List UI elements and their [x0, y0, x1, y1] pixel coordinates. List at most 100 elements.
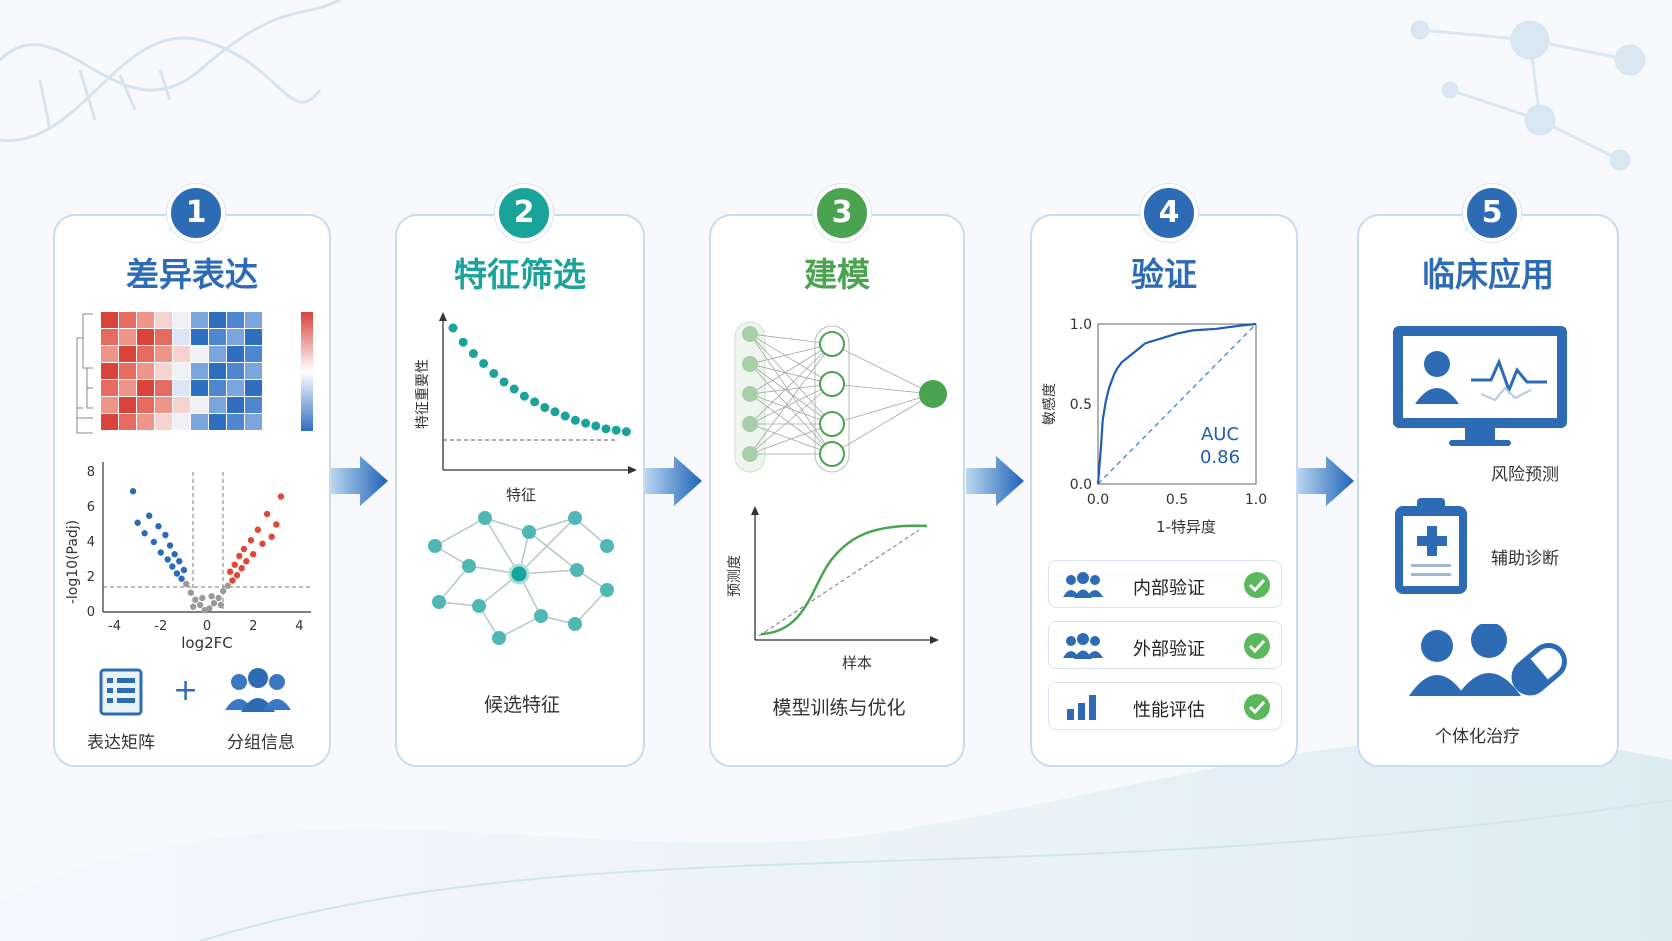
- importance-point: [581, 418, 591, 428]
- heatmap-cell: [137, 363, 154, 379]
- volcano-point: [134, 519, 141, 526]
- heatmap-cell: [137, 397, 154, 413]
- heatmap-cell: [137, 312, 154, 328]
- heatmap-cell: [155, 329, 172, 345]
- volcano-point: [240, 545, 248, 553]
- roc-ylabel: 敏感度: [1041, 383, 1058, 425]
- heatmap-cell: [101, 329, 118, 345]
- importance-point: [611, 425, 621, 435]
- auc-label: AUC: [1201, 424, 1239, 445]
- input-node: [742, 326, 758, 342]
- importance-point: [550, 407, 560, 417]
- step-badge: 1: [167, 184, 225, 242]
- heatmap-cell: [173, 346, 190, 362]
- heatmap-cell: [155, 363, 172, 379]
- heatmap-cell: [119, 414, 136, 430]
- hidden-node: [819, 441, 845, 467]
- roc-xtick: 0.0: [1087, 492, 1109, 508]
- prediction-xlabel: 样本: [842, 654, 872, 672]
- volcano-point: [231, 561, 238, 568]
- heatmap-cell: [137, 346, 154, 362]
- volcano-point: [162, 531, 169, 539]
- heatmap-cell: [245, 397, 262, 413]
- volcano-point: [206, 605, 213, 612]
- input-node: [742, 386, 758, 402]
- heatmap-cell: [119, 346, 136, 362]
- volcano-point: [273, 521, 280, 528]
- volcano-point: [224, 582, 231, 589]
- check-icon: [1244, 694, 1270, 720]
- volcano-point: [226, 568, 234, 575]
- heatmap-cell: [209, 329, 226, 345]
- volcano-point: [259, 540, 266, 547]
- volcano-point: [199, 594, 206, 602]
- model-training-caption: 模型训练与优化: [772, 697, 906, 719]
- plus-sign: +: [173, 673, 199, 708]
- volcano-point: [215, 594, 222, 602]
- heatmap-cell: [155, 397, 172, 413]
- heatmap-cell: [245, 329, 262, 345]
- roc-ytick: 0.0: [1070, 477, 1092, 493]
- hidden-node: [819, 411, 845, 437]
- roc-xtick: 0.5: [1166, 492, 1188, 508]
- bar-chart-icon: [1067, 695, 1096, 720]
- importance-point: [621, 427, 631, 437]
- heatmap-cell: [119, 363, 136, 379]
- heatmap-cell: [119, 312, 136, 328]
- heatmap-cell: [191, 329, 208, 345]
- importance-point: [458, 337, 468, 347]
- risk-prediction-label: 风险预测: [1491, 465, 1559, 485]
- prediction-curve-chart: 预测度 样本: [727, 506, 939, 672]
- heatmap-cell: [227, 380, 244, 396]
- step-badge: 2: [495, 184, 553, 242]
- hidden-node: [819, 331, 845, 357]
- heatmap-cell: [227, 329, 244, 345]
- importance-point: [489, 368, 499, 378]
- heatmap-cell: [173, 312, 190, 328]
- volcano-point: [189, 603, 197, 610]
- heatmap-cell: [137, 380, 154, 396]
- volcano-point: [210, 600, 218, 607]
- heatmap-cell: [245, 312, 262, 328]
- heatmap-colorbar: [301, 312, 313, 431]
- volcano-point: [196, 601, 204, 609]
- arrow-right-icon: [1296, 456, 1354, 506]
- heatmap-cell: [245, 363, 262, 379]
- group-icon: [225, 668, 291, 712]
- step-badge: 5: [1463, 184, 1521, 242]
- group-icon: [1063, 633, 1103, 659]
- volcano-ylabel: -log10(Padj): [65, 520, 81, 604]
- heatmap-cell: [191, 363, 208, 379]
- group-icon: [1063, 572, 1103, 598]
- importance-point: [499, 377, 509, 387]
- volcano-point: [192, 596, 199, 603]
- heatmap-cell: [209, 397, 226, 413]
- validation-label: 外部验证: [1133, 639, 1205, 660]
- volcano-ytick: 0: [87, 605, 95, 620]
- step-badge: 4: [1140, 184, 1198, 242]
- importance-point: [591, 421, 601, 431]
- heatmap-cell: [119, 380, 136, 396]
- heatmap-cell: [209, 312, 226, 328]
- validation-row-external: 外部验证: [1048, 621, 1282, 669]
- volcano-point: [236, 552, 243, 560]
- heatmap-cell: [227, 363, 244, 379]
- step-title: 差异表达: [126, 255, 258, 294]
- volcano-point: [169, 563, 176, 570]
- heatmap-cell: [173, 380, 190, 396]
- heatmap-cell: [101, 312, 118, 328]
- volcano-point: [157, 549, 164, 556]
- volcano-xtick: -4: [108, 619, 121, 634]
- importance-point: [448, 323, 458, 333]
- heatmap-cell: [101, 397, 118, 413]
- volcano-point: [176, 558, 183, 565]
- heatmap-cell: [209, 363, 226, 379]
- volcano-point: [247, 537, 255, 544]
- volcano-point: [229, 577, 236, 584]
- volcano-point: [178, 575, 185, 582]
- volcano-point: [219, 587, 227, 595]
- validation-row-internal: 内部验证: [1048, 560, 1282, 608]
- step-panel-feature-selection: 2 特征筛选 特征重要性 特征 候选特征: [395, 184, 645, 767]
